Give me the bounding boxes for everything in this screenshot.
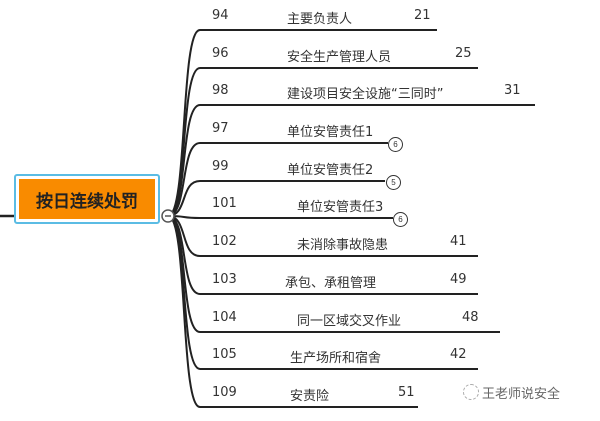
root-label: 按日连续处罚 xyxy=(19,179,155,219)
branch-label[interactable]: 生产场所和宿舍 xyxy=(290,351,382,366)
collapsed-count-badge[interactable]: 5 xyxy=(386,175,401,190)
branch-number: 94 xyxy=(212,8,229,23)
branch-number: 101 xyxy=(212,196,237,211)
branch-value: 48 xyxy=(462,310,479,325)
branch-line xyxy=(167,142,388,217)
branch-label[interactable]: 单位安管责任1 xyxy=(287,125,374,140)
branch-number: 103 xyxy=(212,272,237,287)
branch-value: 21 xyxy=(414,8,431,23)
branch-number: 99 xyxy=(212,159,229,174)
branch-label[interactable]: 承包、承租管理 xyxy=(285,276,377,291)
branch-label[interactable]: 单位安管责任2 xyxy=(287,163,374,178)
branch-number: 104 xyxy=(212,310,237,325)
branch-value: 42 xyxy=(450,347,467,362)
collapsed-count-badge[interactable]: 6 xyxy=(388,137,403,152)
branch-number: 102 xyxy=(212,234,237,249)
branch-number: 97 xyxy=(212,121,229,136)
wechat-icon xyxy=(463,384,479,400)
branch-label[interactable]: 安全生产管理人员 xyxy=(287,50,392,65)
branch-label[interactable]: 单位安管责任3 xyxy=(297,200,384,215)
watermark: 王老师说安全 xyxy=(462,383,560,402)
branch-line xyxy=(167,215,393,219)
branch-value: 49 xyxy=(450,272,467,287)
branch-number: 109 xyxy=(212,385,237,400)
branch-line xyxy=(167,215,418,408)
branch-number: 105 xyxy=(212,347,237,362)
branch-value: 41 xyxy=(450,234,467,249)
branch-value: 25 xyxy=(455,46,472,61)
branch-label[interactable]: 同一区域交叉作业 xyxy=(297,314,402,329)
root-node[interactable]: 按日连续处罚 xyxy=(14,174,160,224)
branch-label[interactable]: 主要负责人 xyxy=(287,12,353,27)
branch-label[interactable]: 安责险 xyxy=(290,389,330,404)
branch-label[interactable]: 未消除事故隐患 xyxy=(297,238,389,253)
branch-number: 98 xyxy=(212,83,229,98)
branch-line xyxy=(167,104,535,217)
branch-label[interactable]: 建设项目安全设施“三同时” xyxy=(287,87,444,102)
watermark-text: 王老师说安全 xyxy=(482,387,561,402)
collapsed-count-badge[interactable]: 6 xyxy=(393,212,408,227)
branch-value: 31 xyxy=(504,83,521,98)
branch-value: 51 xyxy=(398,385,415,400)
branch-number: 96 xyxy=(212,46,229,61)
